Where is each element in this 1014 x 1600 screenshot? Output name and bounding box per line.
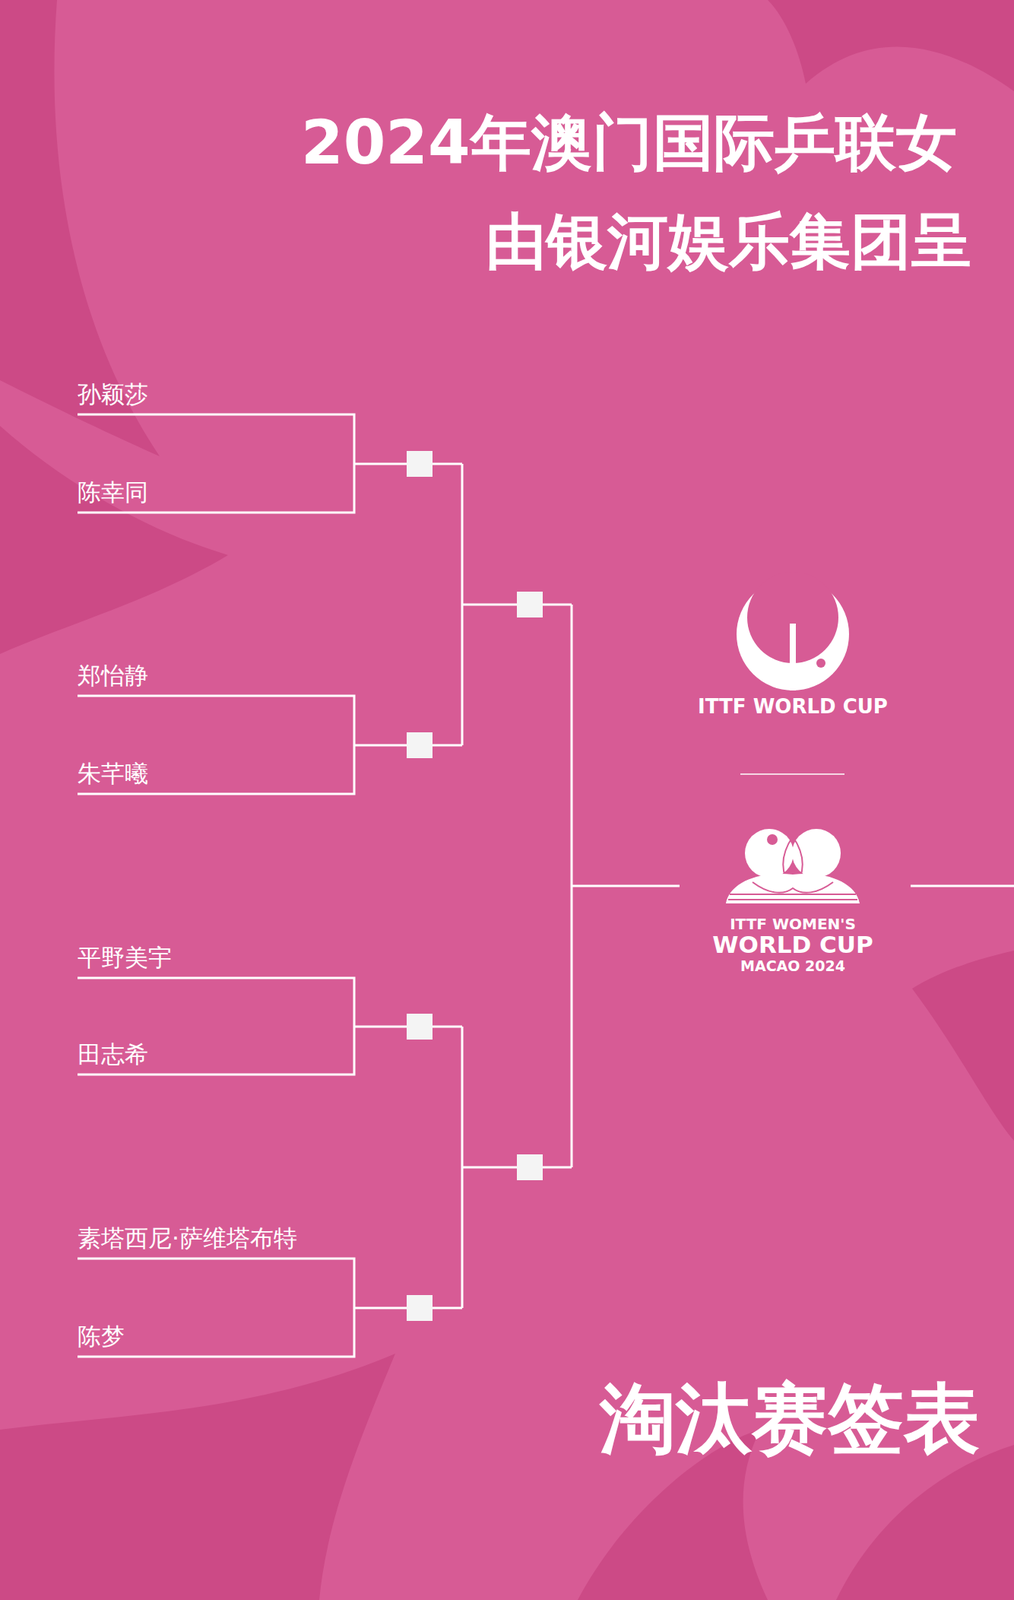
match-square: [406, 1013, 433, 1040]
logo-petal: [752, 881, 834, 893]
petal: [767, 0, 1014, 92]
player-entry: 陈梦: [77, 1321, 127, 1350]
player-name: 陈梦: [77, 1321, 127, 1350]
player-entry: 郑怡静: [77, 661, 150, 690]
logo-stripes: [728, 893, 858, 900]
macao-logo: [725, 828, 860, 904]
logo-text: MACAO 2024: [740, 957, 846, 975]
match-squares: [406, 450, 543, 1321]
player-entry: 陈幸同: [77, 478, 150, 507]
match-square: [406, 450, 433, 477]
player-name: 田志希: [77, 1039, 150, 1068]
match-square: [516, 591, 543, 618]
player-name: 孙颖莎: [77, 380, 150, 409]
player-entry: 孙颖莎: [77, 380, 150, 409]
bracket-line: [462, 1026, 572, 1308]
match-square: [516, 1153, 543, 1180]
bracket-line: [77, 414, 355, 513]
draw-heading: 淘汰赛签表: [599, 1374, 980, 1462]
title: 2024年澳门国际乒联女: [301, 107, 957, 178]
petal: [836, 1444, 1014, 1600]
player-entry: 平野美宇: [77, 943, 174, 972]
bracket: [77, 414, 1014, 1357]
bracket-line: [77, 1257, 355, 1357]
player-name: 素塔西尼·萨维塔布特: [77, 1223, 299, 1252]
logo-stripe: [729, 893, 856, 895]
player-entry: 田志希: [77, 1039, 150, 1068]
logo-lobe: [744, 828, 794, 878]
logo-text: ITTF WOMEN'S: [729, 915, 856, 933]
logo-lobe: [792, 828, 841, 878]
bracket-line: [77, 695, 355, 794]
logo-stripe: [728, 898, 858, 900]
bracket-line: [77, 977, 355, 1075]
divider: [740, 773, 845, 775]
ittf-logo: [736, 571, 850, 691]
logo-ball: [766, 833, 778, 845]
logo-text: WORLD CUP: [712, 931, 873, 959]
player-name: 陈幸同: [77, 478, 150, 507]
player-name: 朱芊曦: [77, 759, 150, 788]
player-name: 郑怡静: [77, 661, 150, 690]
petal: [0, 0, 160, 457]
bracket-line: [571, 604, 680, 1167]
player-entry: 素塔西尼·萨维塔布特: [77, 1223, 299, 1252]
player-name: 平野美宇: [77, 943, 174, 972]
petal: [0, 1353, 396, 1600]
logo-ball: [816, 658, 826, 668]
player-entry: 朱芊曦: [77, 759, 150, 788]
subtitle: 由银河娱乐集团呈: [485, 206, 973, 277]
petal: [0, 425, 229, 654]
match-square: [406, 1294, 433, 1321]
bracket-line: [462, 463, 572, 745]
match-square: [406, 731, 433, 758]
logo-handle: [789, 623, 796, 691]
logo-text: ITTF WORLD CUP: [697, 695, 888, 719]
bracket-line: [910, 884, 1014, 888]
petal: [912, 950, 1014, 1141]
logo-base: [725, 873, 860, 904]
